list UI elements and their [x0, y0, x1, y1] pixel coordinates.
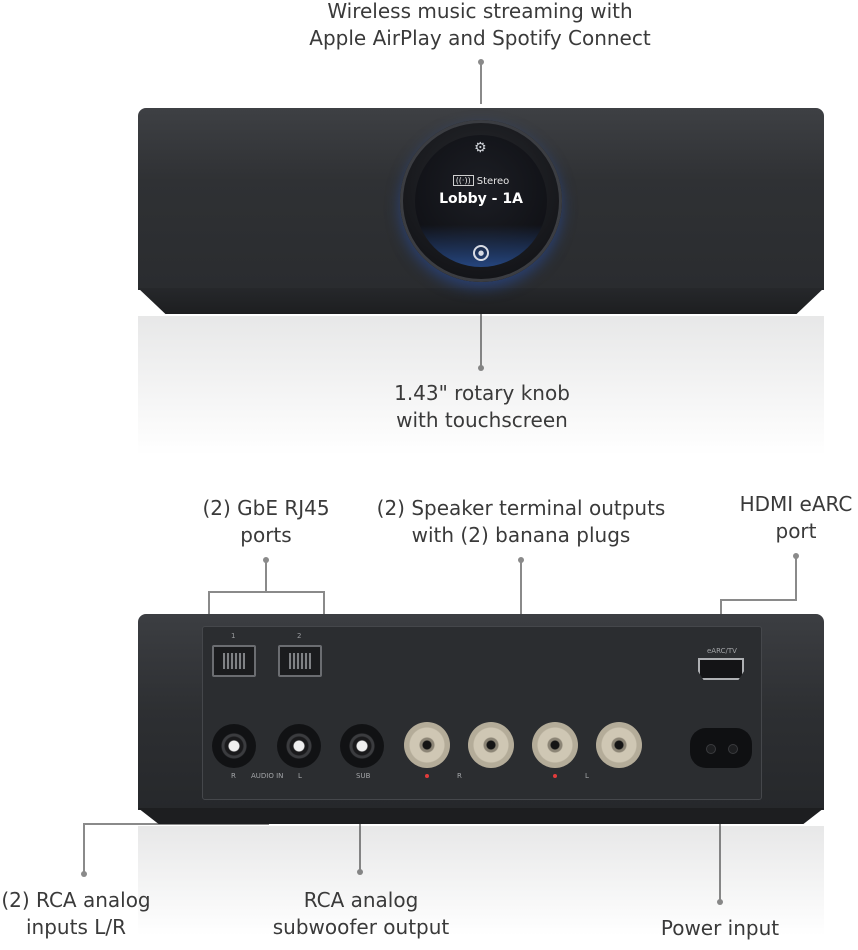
callout-speaker: (2) Speaker terminal outputs with (2) ba… [362, 495, 680, 549]
callout-line: (2) GbE RJ45 [202, 496, 330, 520]
back-reflection [138, 826, 824, 936]
stereo-label: Stereo [476, 176, 510, 187]
callout-rca-in: (2) RCA analog inputs L/R [0, 887, 156, 941]
back-device-base [138, 808, 824, 824]
callout-line: Wireless music streaming with [327, 0, 633, 23]
polarity-dot-r [425, 774, 429, 778]
audio-in-label: AUDIO IN [251, 772, 284, 780]
callout-knob: 1.43" rotary knob with touchscreen [332, 380, 632, 434]
power-input-socket[interactable] [690, 728, 752, 768]
speaker-terminal-l-neg[interactable] [596, 722, 642, 768]
hdmi-earc-port[interactable] [698, 658, 744, 680]
speaker-terminal-r-pos[interactable] [404, 722, 450, 768]
zone-name: Lobby - 1A [439, 191, 523, 207]
callout-line: with touchscreen [396, 408, 568, 432]
callout-line: with (2) banana plugs [411, 523, 631, 547]
polarity-dot-l [553, 774, 557, 778]
port-number-2: 2 [297, 632, 302, 640]
speaker-terminal-r-neg[interactable] [468, 722, 514, 768]
callout-line: Apple AirPlay and Spotify Connect [309, 26, 651, 50]
callout-line: ports [240, 523, 292, 547]
rca-r-label: R [231, 772, 236, 780]
callout-line: Power input [660, 916, 780, 940]
speaker-terminal-l-pos[interactable] [532, 722, 578, 768]
rca-input-r[interactable] [212, 724, 256, 768]
callout-rca-sub: RCA analog subwoofer output [266, 887, 456, 941]
callout-line: (2) RCA analog [1, 888, 151, 912]
rca-sub-output[interactable] [340, 724, 384, 768]
callout-wireless: Wireless music streaming with Apple AirP… [250, 0, 710, 52]
callout-line: (2) Speaker terminal outputs [376, 496, 666, 520]
knob-touchscreen[interactable] [415, 135, 547, 267]
front-device-base [138, 288, 824, 314]
hdmi-label: eARC/TV [707, 647, 737, 655]
rj45-port-2[interactable] [278, 645, 322, 677]
speaker-l-label: L [585, 772, 589, 780]
speaker-r-label: R [457, 772, 462, 780]
port-number-1: 1 [231, 632, 236, 640]
callout-rj45: (2) GbE RJ45 ports [166, 495, 366, 549]
callout-power: Power input [640, 915, 800, 942]
stereo-icon: ((·)) [452, 175, 474, 186]
callout-line: RCA analog [303, 888, 419, 912]
stereo-mode: ((·))Stereo [415, 175, 547, 187]
gear-icon[interactable]: ⚙ [474, 140, 487, 156]
cast-icon[interactable]: ● [473, 245, 489, 261]
callout-line: HDMI eARC [739, 492, 853, 516]
rca-input-l[interactable] [277, 724, 321, 768]
callout-line: 1.43" rotary knob [394, 381, 570, 405]
sub-label: SUB [356, 772, 371, 780]
callout-line: inputs L/R [26, 915, 126, 939]
callout-hdmi: HDMI eARC port [726, 491, 858, 545]
rca-l-label: L [298, 772, 302, 780]
front-reflection [138, 316, 824, 456]
callout-line: subwoofer output [272, 915, 450, 939]
rj45-port-1[interactable] [212, 645, 256, 677]
callout-line: port [775, 519, 817, 543]
